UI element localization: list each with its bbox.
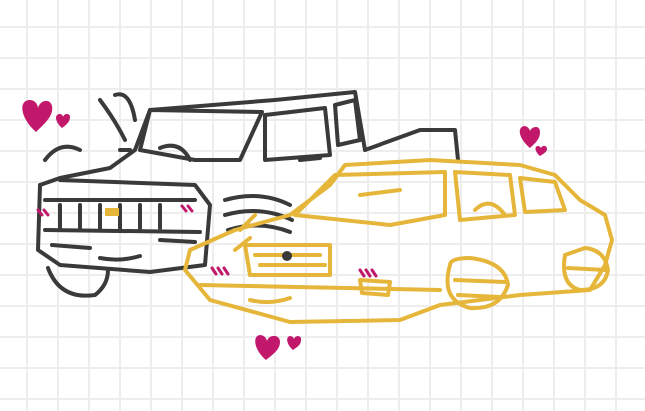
heart-icon	[56, 114, 70, 128]
emblem	[282, 251, 292, 261]
gold-car	[183, 158, 614, 324]
hearts	[22, 100, 547, 360]
heart-icon	[519, 126, 540, 148]
emblem	[105, 208, 119, 216]
dark-suv	[36, 90, 460, 298]
heart-icon	[287, 336, 302, 350]
heart-icon	[22, 100, 53, 132]
heart-icon	[535, 145, 547, 156]
heart-icon	[255, 335, 280, 360]
